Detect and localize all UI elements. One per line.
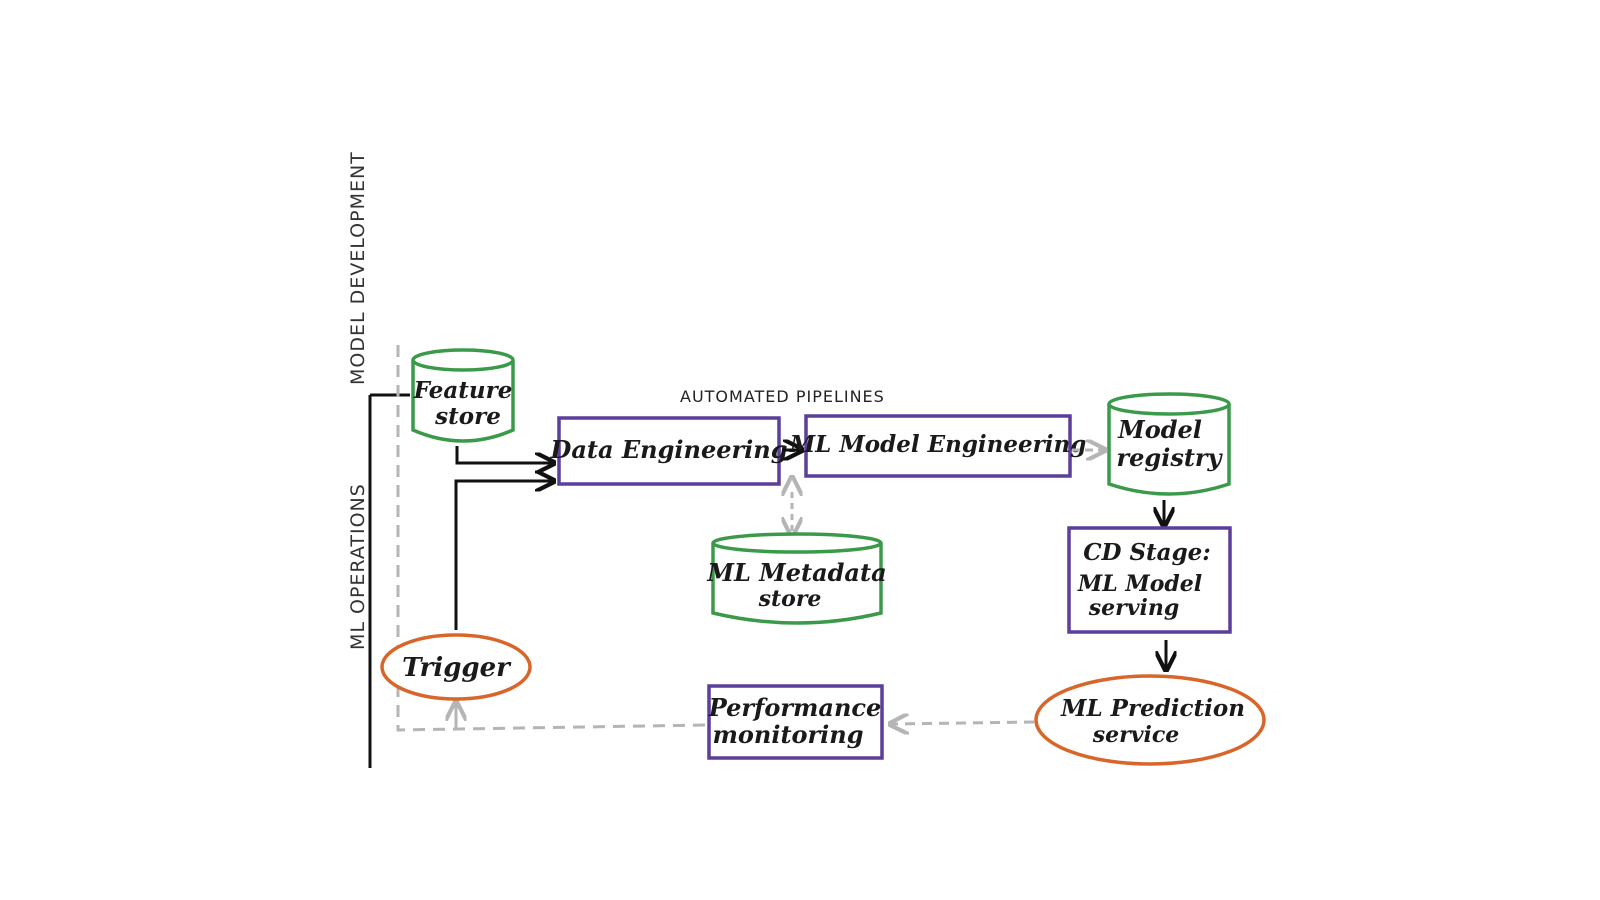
feature-store-to-data-engineering-arrow bbox=[455, 446, 552, 463]
ml-operations-label: ML OPERATIONS bbox=[347, 483, 369, 650]
performance-monitoring-line-2: monitoring bbox=[712, 720, 863, 749]
performance-monitoring-line-1: Performance bbox=[708, 693, 882, 722]
cd-stage-node: CD Stage: ML Model serving bbox=[1067, 526, 1232, 634]
trigger-node: Trigger bbox=[380, 633, 532, 701]
model-registry-line-1: Model bbox=[1117, 415, 1202, 444]
model-development-label: MODEL DEVELOPMENT bbox=[347, 151, 369, 385]
performance-monitoring-node: Performance monitoring bbox=[707, 684, 884, 760]
cd-stage-line-1: CD Stage: bbox=[1083, 539, 1211, 566]
ml-prediction-service-line-1: ML Prediction bbox=[1060, 695, 1245, 722]
feature-store-line-1: Feature bbox=[413, 377, 513, 404]
data-engineering-node: Data Engineering bbox=[550, 416, 788, 486]
ml-model-engineering-label: ML Model Engineering bbox=[789, 431, 1087, 458]
data-engineering-label: Data Engineering bbox=[550, 435, 788, 464]
model-registry-line-2: registry bbox=[1117, 443, 1224, 472]
ml-metadata-store-node: ML Metadata store bbox=[706, 532, 887, 625]
ml-metadata-store-line-2: store bbox=[758, 586, 822, 612]
feature-store-node: Feature store bbox=[411, 348, 515, 443]
ml-model-engineering-node: ML Model Engineering bbox=[789, 414, 1087, 478]
ml-metadata-store-line-1: ML Metadata bbox=[706, 558, 886, 587]
feature-store-line-2: store bbox=[434, 403, 501, 430]
ml-prediction-service-node: ML Prediction service bbox=[1034, 674, 1266, 766]
trigger-label: Trigger bbox=[402, 653, 512, 683]
model-registry-node: Model registry bbox=[1107, 392, 1231, 496]
prediction-to-monitoring-arrow bbox=[892, 722, 1035, 724]
ml-prediction-service-line-2: service bbox=[1092, 722, 1180, 748]
automated-pipelines-caption: AUTOMATED PIPELINES bbox=[680, 387, 885, 406]
cd-stage-line-2: ML Model bbox=[1077, 571, 1202, 597]
feedback-loop-line bbox=[396, 345, 706, 732]
cd-stage-line-3: serving bbox=[1088, 595, 1180, 621]
trigger-to-data-engineering-arrow bbox=[454, 481, 552, 630]
